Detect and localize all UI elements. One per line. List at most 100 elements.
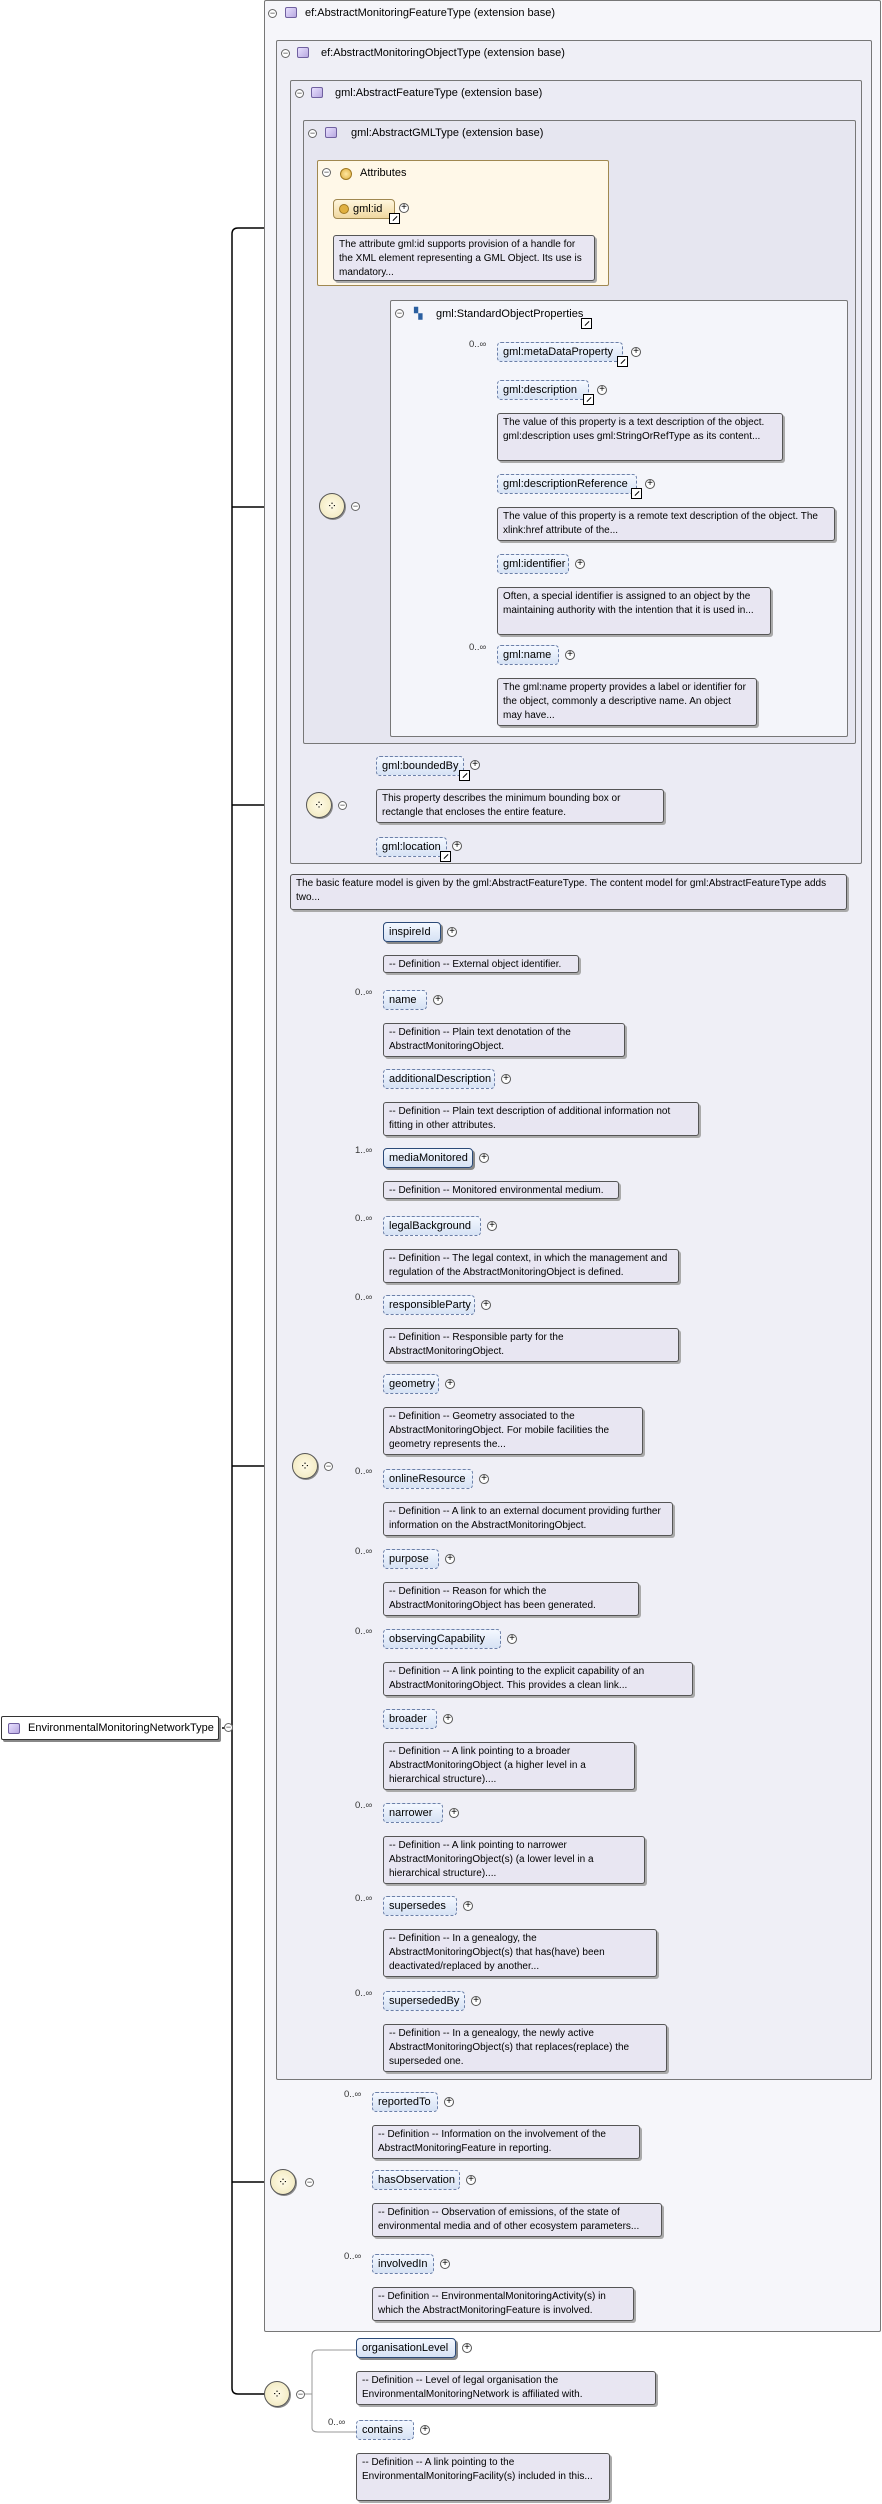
- complex-type-icon: [297, 47, 309, 58]
- element-expand[interactable]: +: [449, 1808, 459, 1818]
- element-label: gml:boundedBy: [382, 760, 459, 772]
- element-gml-descriptionreference[interactable]: gml:descriptionReference: [497, 474, 637, 494]
- element-gml-metadataproperty[interactable]: gml:metaDataProperty: [497, 342, 623, 362]
- element-gml-boundedby[interactable]: gml:boundedBy: [376, 756, 465, 776]
- element-expand[interactable]: +: [501, 1074, 511, 1084]
- element-expand[interactable]: +: [507, 1634, 517, 1644]
- sequence-collapse-toggle[interactable]: −: [338, 800, 347, 810]
- element-gml-name-doc: The gml:name property provides a label o…: [497, 678, 757, 726]
- element-expand[interactable]: +: [440, 2259, 450, 2269]
- sop-collapse-toggle[interactable]: −: [395, 308, 404, 318]
- element-gml-description[interactable]: gml:description: [497, 380, 589, 400]
- attribute-gml-id[interactable]: gml:id: [333, 199, 395, 219]
- element-expand[interactable]: +: [645, 479, 655, 489]
- element-expand[interactable]: +: [443, 1714, 453, 1724]
- element-expand[interactable]: +: [481, 1300, 491, 1310]
- sequence-collapse-toggle[interactable]: −: [296, 2389, 305, 2399]
- element-contains[interactable]: contains: [356, 2420, 414, 2440]
- element-inspireid[interactable]: inspireId: [383, 922, 441, 942]
- link-icon[interactable]: [581, 318, 592, 329]
- element-label: onlineResource: [389, 1473, 466, 1485]
- element-narrower[interactable]: narrower: [383, 1803, 443, 1823]
- element-gml-descriptionreference-doc: The value of this property is a remote t…: [497, 507, 835, 541]
- element-gml-name[interactable]: gml:name: [497, 645, 559, 665]
- ext1-title: ef:AbstractMonitoringFeatureType (extens…: [305, 7, 556, 19]
- complex-type-icon: [325, 127, 337, 138]
- element-broader[interactable]: broader: [383, 1709, 437, 1729]
- link-icon[interactable]: [389, 213, 400, 224]
- element-label: mediaMonitored: [389, 1152, 468, 1164]
- element-legalbackground[interactable]: legalBackground: [383, 1216, 481, 1236]
- sequence-collapse-toggle[interactable]: −: [324, 1461, 333, 1471]
- element-expand[interactable]: +: [471, 1996, 481, 2006]
- element-broader-doc: -- Definition -- A link pointing to a br…: [383, 1742, 635, 1790]
- ext4-collapse-toggle[interactable]: −: [308, 128, 317, 138]
- element-expand[interactable]: +: [597, 385, 607, 395]
- cardinality-label: 0..∞: [355, 1893, 373, 1904]
- element-supersededby[interactable]: supersededBy: [383, 1991, 465, 2011]
- element-expand[interactable]: +: [462, 2343, 472, 2353]
- ext2-collapse-toggle[interactable]: −: [281, 48, 290, 58]
- element-expand[interactable]: +: [445, 1554, 455, 1564]
- element-expand[interactable]: +: [447, 927, 457, 937]
- root-collapse-toggle[interactable]: −: [224, 1722, 233, 1732]
- attribute-gml-id-expand[interactable]: +: [399, 203, 409, 213]
- element-expand[interactable]: +: [463, 1901, 473, 1911]
- element-mediamonitored-doc: -- Definition -- Monitored environmental…: [383, 1181, 619, 1199]
- attributes-icon: [340, 168, 352, 180]
- sequence-compositor-monitoring-feature: ⁘: [270, 2169, 296, 2195]
- element-supersedes[interactable]: supersedes: [383, 1896, 457, 1916]
- element-name-doc: -- Definition -- Plain text denotation o…: [383, 1023, 625, 1057]
- element-organisationlevel[interactable]: organisationLevel: [356, 2338, 456, 2358]
- element-onlineresource[interactable]: onlineResource: [383, 1469, 473, 1489]
- element-purpose[interactable]: purpose: [383, 1549, 439, 1569]
- element-responsibleparty[interactable]: responsibleParty: [383, 1295, 475, 1315]
- attributes-collapse-toggle[interactable]: −: [322, 167, 331, 177]
- element-label: gml:metaDataProperty: [503, 346, 614, 358]
- root-type-box[interactable]: EnvironmentalMonitoringNetworkType: [1, 1716, 219, 1740]
- element-expand[interactable]: +: [445, 1379, 455, 1389]
- element-expand[interactable]: +: [444, 2097, 454, 2107]
- sequence-collapse-toggle[interactable]: −: [305, 2177, 314, 2187]
- element-expand[interactable]: +: [466, 2175, 476, 2185]
- element-label: involvedIn: [378, 2258, 428, 2270]
- root-type-label: EnvironmentalMonitoringNetworkType: [28, 1722, 214, 1734]
- sequence-collapse-toggle[interactable]: −: [351, 501, 360, 511]
- element-gml-identifier-doc: Often, a special identifier is assigned …: [497, 587, 771, 635]
- element-name[interactable]: name: [383, 990, 427, 1010]
- element-mediamonitored[interactable]: mediaMonitored: [383, 1148, 473, 1168]
- cardinality-label: 1..∞: [355, 1145, 373, 1156]
- element-expand[interactable]: +: [487, 1221, 497, 1231]
- element-expand[interactable]: +: [631, 347, 641, 357]
- element-expand[interactable]: +: [452, 841, 462, 851]
- ext1-collapse-toggle[interactable]: −: [268, 8, 277, 18]
- element-observingcapability[interactable]: observingCapability: [383, 1629, 501, 1649]
- ext3-collapse-toggle[interactable]: −: [295, 88, 304, 98]
- link-icon[interactable]: [583, 394, 594, 405]
- element-additionaldescription[interactable]: additionalDescription: [383, 1069, 495, 1089]
- element-reportedto[interactable]: reportedTo: [372, 2092, 438, 2112]
- element-involvedin[interactable]: involvedIn: [372, 2254, 434, 2274]
- link-icon[interactable]: [459, 770, 470, 781]
- attribute-gml-id-doc: The attribute gml:id supports provision …: [333, 235, 595, 281]
- element-expand[interactable]: +: [565, 650, 575, 660]
- group-icon: ▚: [414, 308, 423, 320]
- element-expand[interactable]: +: [470, 760, 480, 770]
- element-expand[interactable]: +: [575, 559, 585, 569]
- element-geometry[interactable]: geometry: [383, 1374, 439, 1394]
- element-label: geometry: [389, 1378, 435, 1390]
- link-icon[interactable]: [631, 488, 642, 499]
- element-hasobservation[interactable]: hasObservation: [372, 2170, 460, 2190]
- link-icon[interactable]: [617, 356, 628, 367]
- element-expand[interactable]: +: [479, 1474, 489, 1484]
- element-geometry-doc: -- Definition -- Geometry associated to …: [383, 1407, 643, 1455]
- complex-type-icon: [8, 1723, 20, 1734]
- element-expand[interactable]: +: [479, 1153, 489, 1163]
- element-expand[interactable]: +: [420, 2425, 430, 2435]
- link-icon[interactable]: [440, 851, 451, 862]
- element-expand[interactable]: +: [433, 995, 443, 1005]
- sequence-compositor-monitoring-object: ⁘: [292, 1453, 318, 1479]
- element-observingcapability-doc: -- Definition -- A link pointing to the …: [383, 1662, 693, 1696]
- element-gml-identifier[interactable]: gml:identifier: [497, 554, 569, 574]
- element-gml-location[interactable]: gml:location: [376, 837, 447, 857]
